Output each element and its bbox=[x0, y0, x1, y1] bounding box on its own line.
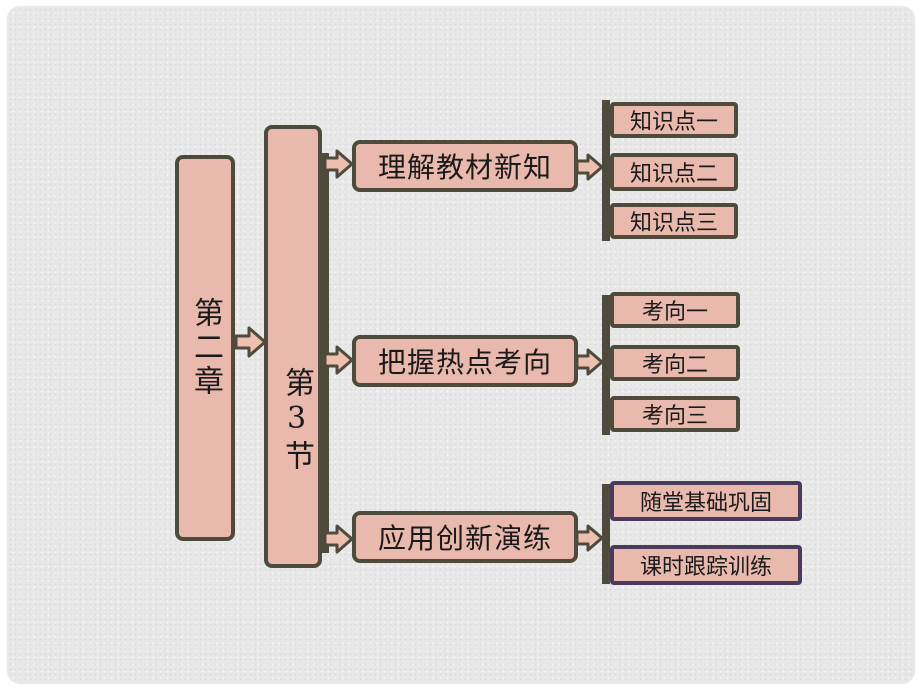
items-bracket-3 bbox=[602, 484, 610, 584]
arrow-to-topic-1 bbox=[324, 149, 354, 179]
items-bracket-2 bbox=[602, 295, 610, 435]
section-box: 第3节 bbox=[264, 125, 322, 568]
arrow-topic-1-to-items bbox=[576, 153, 604, 181]
knowledge-point-2: 知识点二 bbox=[610, 153, 738, 191]
exam-direction-3: 考向三 bbox=[610, 396, 740, 432]
knowledge-point-1: 知识点一 bbox=[610, 102, 738, 138]
arrow-to-topic-3 bbox=[324, 524, 354, 554]
knowledge-point-3: 知识点三 bbox=[610, 203, 738, 239]
arrow-to-topic-2 bbox=[324, 345, 354, 375]
topic-box-3: 应用创新演练 bbox=[352, 511, 578, 563]
practice-item-2: 课时跟踪训练 bbox=[610, 545, 802, 585]
topic-box-1: 理解教材新知 bbox=[352, 140, 578, 192]
arrow-topic-3-to-items bbox=[576, 524, 604, 552]
exam-direction-2: 考向二 bbox=[610, 345, 740, 381]
slide-background: 第二章 第3节 理解教材新知 把握热点考向 应用创新演练 知识点一 知识点二 知… bbox=[8, 7, 914, 683]
exam-direction-1: 考向一 bbox=[610, 292, 740, 328]
practice-item-1: 随堂基础巩固 bbox=[610, 481, 802, 521]
topic-box-2: 把握热点考向 bbox=[352, 335, 578, 387]
arrow-topic-2-to-items bbox=[576, 348, 604, 376]
chapter-box: 第二章 bbox=[175, 155, 235, 541]
items-bracket-1 bbox=[602, 100, 610, 241]
arrow-chapter-to-section bbox=[235, 326, 267, 358]
